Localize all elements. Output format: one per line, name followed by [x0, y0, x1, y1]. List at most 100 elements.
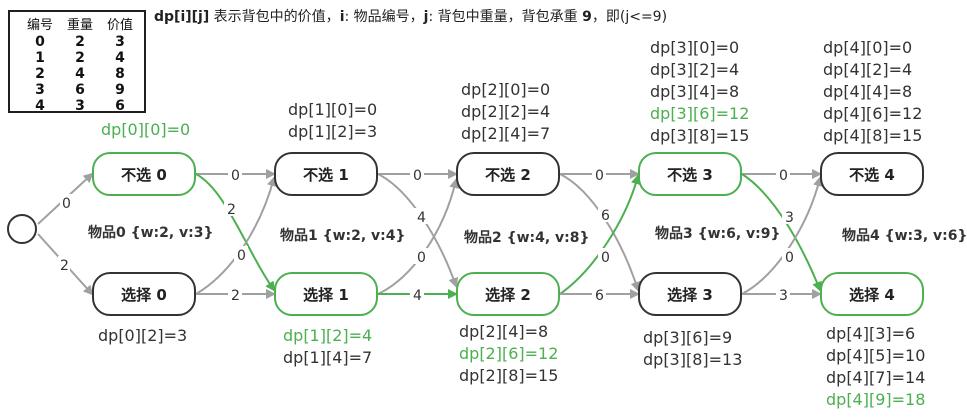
state-skip-1: dp[1][0]=0 dp[1][2]=3 [288, 100, 377, 144]
dp-value: dp[4][0]=0 [823, 38, 913, 57]
state-skip-2: dp[2][0]=0 dp[2][2]=4 dp[2][4]=7 [461, 80, 550, 146]
table-cell: 6 [75, 82, 85, 98]
edge-label: 0 [595, 168, 604, 184]
dp-value: dp[2][2]=4 [461, 102, 551, 121]
edge-label: 4 [413, 288, 422, 304]
dp-value: dp[1][2]=3 [288, 122, 378, 141]
dp-value: dp[3][8]=13 [643, 350, 743, 369]
dp-value: dp[0][0]=0 [101, 120, 191, 139]
dp-value: dp[1][0]=0 [288, 100, 378, 119]
dp-value: dp[4][4]=8 [823, 82, 913, 101]
edge-c3-s4 [741, 176, 823, 295]
edge-label: 0 [413, 168, 422, 184]
dp-value: dp[3][4]=8 [650, 82, 740, 101]
edge-label: 6 [595, 288, 604, 304]
table-header: 重量 [66, 18, 93, 33]
node-choose-4: 选择 4 [820, 272, 924, 316]
table-cell: 9 [115, 82, 125, 98]
dp-value: dp[2][6]=12 [459, 344, 559, 363]
node-skip-4: 不选 4 [820, 152, 924, 196]
dp-value: dp[3][0]=0 [650, 38, 740, 57]
edge-label: 2 [60, 258, 69, 274]
state-choose-2: dp[2][4]=8 dp[2][6]=12 dp[2][8]=15 [459, 322, 558, 388]
dp-value: dp[4][7]=14 [826, 368, 926, 387]
diagram-header: dp[i][j] 表示背包中的价值，i: 物品编号，j: 背包中重量，背包承重 … [154, 6, 667, 26]
table-cell: 3 [35, 82, 45, 98]
edge-label: 0 [237, 248, 246, 264]
table-header: 编号 [26, 18, 53, 33]
node-skip-1: 不选 1 [274, 152, 378, 196]
table-cell: 4 [75, 66, 85, 82]
edge-labels: 0 2 0 2 0 2 0 4 0 4 0 6 0 6 0 3 0 3 [58, 166, 796, 304]
dp-value: dp[4][9]=18 [826, 390, 926, 409]
dp-value: dp[1][4]=7 [283, 348, 373, 367]
table-header: 价值 [106, 18, 133, 33]
dp-value: dp[4][2]=4 [823, 60, 913, 79]
dp-value: dp[2][0]=0 [461, 80, 551, 99]
node-choose-3: 选择 3 [638, 272, 742, 316]
dp-value: dp[1][2]=4 [283, 326, 373, 345]
header-capacity: 9 [582, 9, 592, 25]
state-skip-3: dp[3][0]=0 dp[3][2]=4 dp[3][4]=8 dp[3][6… [650, 38, 749, 148]
header-desc4: ，即(j<=9) [591, 9, 668, 25]
edge-label: 0 [417, 250, 426, 266]
start-node [7, 214, 37, 244]
state-choose-0: dp[0][2]=3 [98, 326, 187, 348]
dp-value: dp[2][8]=15 [459, 366, 559, 385]
header-desc1: 表示背包中的价值， [209, 9, 340, 25]
table-cell: 2 [35, 66, 45, 82]
header-i: i [339, 9, 345, 25]
node-choose-0: 选择 0 [92, 272, 196, 316]
dp-value: dp[4][3]=6 [826, 324, 916, 343]
table-cell: 6 [115, 98, 125, 114]
dp-value: dp[4][5]=10 [826, 346, 926, 365]
edge-label: 2 [231, 288, 240, 304]
dp-value: dp[3][2]=4 [650, 60, 740, 79]
item-label-1: 物品1 {w:2, v:4} [280, 228, 406, 244]
node-skip-2: 不选 2 [456, 152, 560, 196]
state-choose-1: dp[1][2]=4 dp[1][4]=7 [283, 326, 372, 370]
header-desc3: : 背包中重量，背包承重 [428, 9, 583, 25]
dp-value: dp[2][4]=8 [459, 322, 549, 341]
dp-value: dp[2][4]=7 [461, 124, 551, 143]
edge-label: 3 [779, 288, 788, 304]
state-skip-4: dp[4][0]=0 dp[4][2]=4 dp[4][4]=8 dp[4][6… [823, 38, 922, 148]
dp-value: dp[4][6]=12 [823, 104, 923, 123]
node-skip-0: 不选 0 [92, 152, 196, 196]
table-cell: 4 [115, 50, 125, 66]
edge-label: 0 [785, 250, 794, 266]
item-label-3: 物品3 {w:6, v:9} [655, 226, 781, 242]
item-label-2: 物品2 {w:4, v:8} [464, 230, 590, 246]
table-cell: 2 [75, 34, 85, 50]
edge-label: 0 [601, 250, 610, 266]
edge-label: 6 [601, 208, 610, 224]
table-cell: 3 [75, 98, 85, 114]
table-cell: 8 [115, 66, 125, 82]
node-skip-3: 不选 3 [638, 152, 742, 196]
edge-label: 4 [417, 210, 426, 226]
state-choose-4: dp[4][3]=6 dp[4][5]=10 dp[4][7]=14 dp[4]… [826, 324, 925, 412]
header-j: j [423, 9, 429, 25]
node-choose-1: 选择 1 [274, 272, 378, 316]
edge-label: 0 [62, 196, 71, 212]
dp-value: dp[4][8]=15 [823, 126, 923, 145]
dp-value: dp[3][8]=15 [650, 126, 750, 145]
table-cell: 2 [75, 50, 85, 66]
table-cell: 4 [35, 98, 45, 114]
dp-value: dp[0][2]=3 [98, 326, 188, 345]
state-choose-3: dp[3][6]=9 dp[3][8]=13 [643, 328, 742, 372]
item-label-4: 物品4 {w:3, v:6} [842, 228, 967, 244]
dp-value: dp[3][6]=9 [643, 328, 733, 347]
state-skip-0: dp[0][0]=0 [101, 120, 190, 142]
edge-label: 2 [227, 202, 236, 218]
edge-s0-c1 [195, 173, 276, 292]
item-label-0: 物品0 {w:2, v:3} [88, 225, 214, 241]
edge-label: 0 [231, 168, 240, 184]
table-cell: 0 [35, 34, 45, 50]
edge-c2-s3 [559, 174, 641, 295]
dp-value: dp[3][6]=12 [650, 104, 750, 123]
edge-s3-c4 [741, 173, 822, 292]
